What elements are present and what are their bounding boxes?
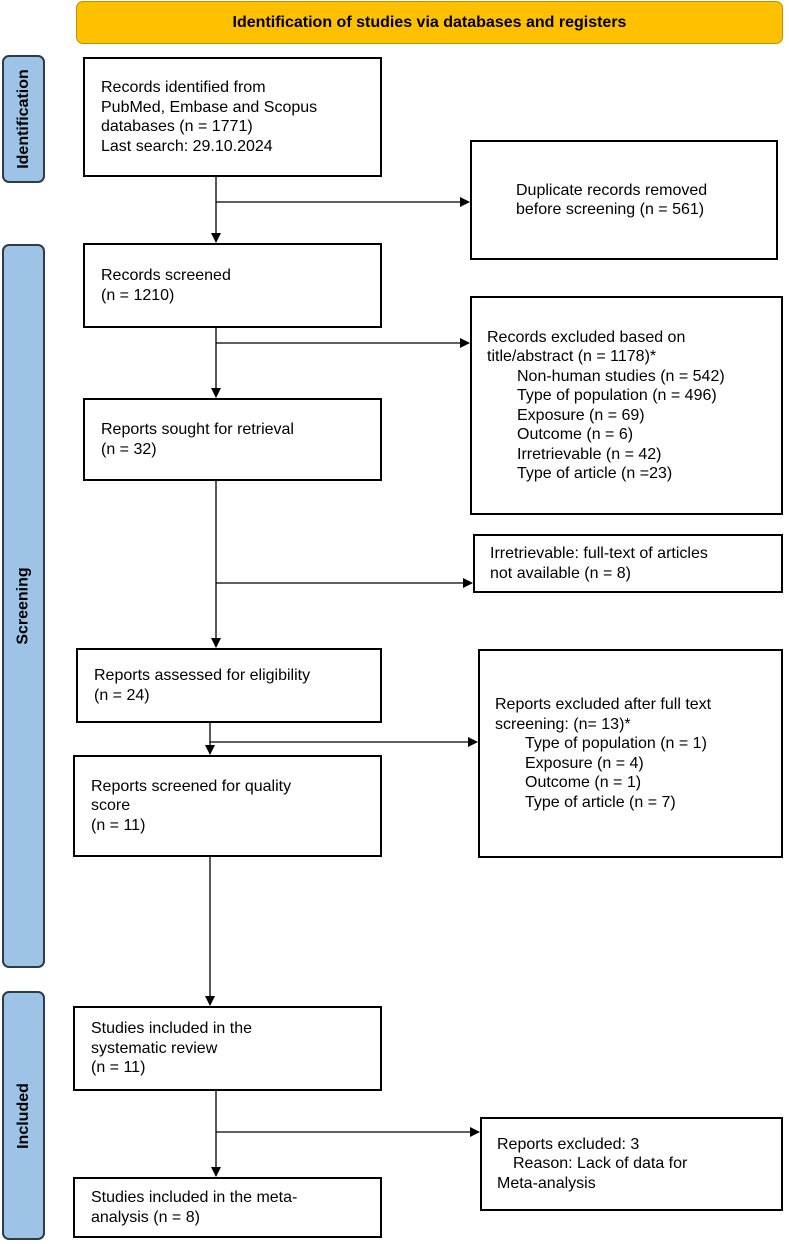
box-text-line: Reason: Lack of data for [513,1155,688,1173]
box-text-line: not available (n = 8) [490,564,631,582]
box-text-line: Outcome (n = 1) [525,774,642,791]
box-text-line: Reports excluded: 3 [497,1135,640,1153]
phase-label: Identification [14,69,32,169]
box-studies-included-meta: Studies included in the meta-analysis (n… [73,1177,382,1238]
box-reports-sought: Reports sought for retrieval (n = 32) [83,398,382,481]
box-text-line: (n = 32) [101,440,157,458]
box-text-line: screening: (n= 13)* [495,715,631,733]
box-text-line: Exposure (n = 69) [517,406,645,424]
box-text-line: Outcome (n = 6) [517,426,634,443]
phase-screening: Screening [2,244,45,968]
box-text-line: Records screened [101,267,231,284]
box-reports-excluded-fulltext: Reports excluded after full text screenin… [478,649,783,858]
box-text-line: Irretrievable (n = 42) [517,445,662,463]
box-text-line: Records excluded based on [487,328,686,346]
phase-label: Screening [14,567,32,645]
box-text-line: Type of population (n = 496) [517,387,717,404]
box-records-screened: Records screened (n = 1210) [83,243,382,328]
phase-included: Included [2,991,45,1240]
box-text-line: Meta-analysis [497,1174,596,1192]
box-text-line: before screening (n = 561) [516,201,705,218]
box-text-line: analysis (n = 8) [91,1208,200,1226]
box-records-excluded-title: Records excluded based on title/abstract … [470,296,783,515]
box-reports-quality: Reports screened for quality score(n = 11… [73,755,382,857]
box-text-line: Type of article (n =23) [517,465,673,482]
box-text-line: score [91,797,131,815]
box-text-line: PubMed, Embase and Scopus [101,98,318,116]
phase-label: Included [14,1082,32,1149]
box-duplicates-removed: Duplicate records removed before screenin… [470,140,778,260]
box-text-line: title/abstract (n = 1178)* [487,348,657,365]
box-text-line: Type of population (n = 1) [525,735,707,752]
box-text-line: Exposure (n = 4) [525,754,644,772]
box-text-line: (n = 11) [91,816,146,834]
box-text-line: Records identified from [101,79,266,96]
box-text-line: (n = 24) [94,686,150,704]
box-text-line: Non-human studies (n = 542) [517,367,725,385]
box-reports-assessed: Reports assessed for eligibility (n = 24) [76,648,382,723]
box-text-line: (n = 1210) [101,286,175,304]
box-text-line: Irretrievable: full-text of articles [490,545,708,562]
box-text-line: Studies included in the [91,1020,252,1038]
box-irretrievable: Irretrievable: full-text of articles not … [473,534,783,593]
box-text-line: databases (n = 1771) [101,118,253,135]
box-text-line: Type of article (n = 7) [525,793,676,811]
box-text-line: Studies included in the meta- [91,1189,298,1206]
header-banner: Identification of studies via databases … [76,1,783,44]
box-text-line: (n = 11) [91,1059,146,1077]
box-text-line: Last search: 29.10.2024 [101,137,273,155]
box-text-line: Reports sought for retrieval [101,421,294,438]
box-text-line: Reports screened for quality [91,777,292,795]
box-text-line: Reports assessed for eligibility [94,667,311,684]
box-text-line: systematic review [91,1039,218,1057]
box-reports-excluded-meta: Reports excluded: 3 Reason: Lack of data… [480,1117,783,1211]
phase-identification: Identification [2,55,45,183]
box-text-line: Reports excluded after full text [495,696,712,713]
box-text-line: Duplicate records removed [516,181,708,199]
